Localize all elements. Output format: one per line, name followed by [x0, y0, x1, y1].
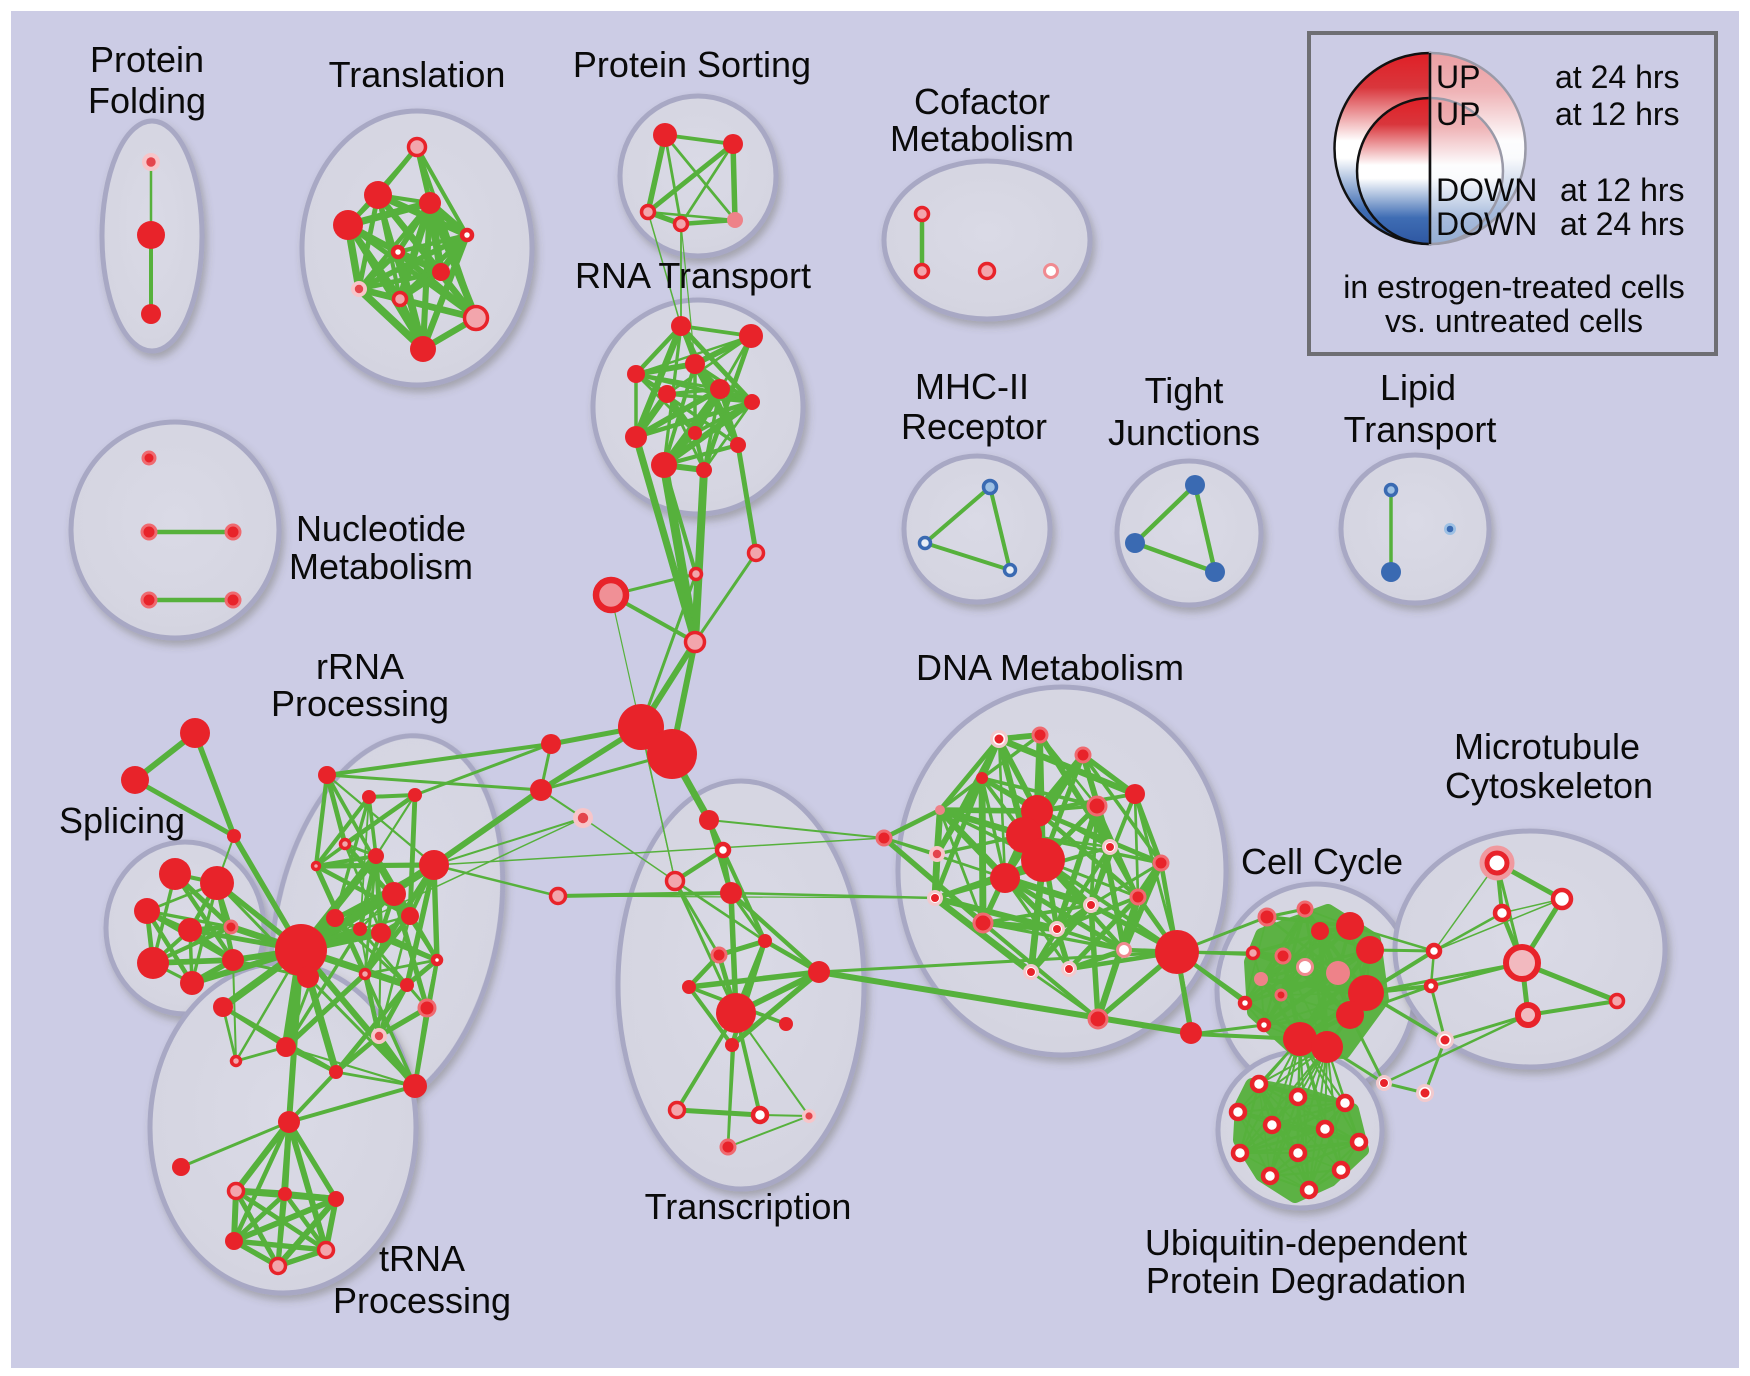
svg-text:Protein Degradation: Protein Degradation: [1146, 1260, 1466, 1301]
svg-text:UP: UP: [1436, 59, 1480, 95]
svg-text:Receptor: Receptor: [901, 406, 1047, 447]
svg-text:Folding: Folding: [88, 80, 206, 121]
svg-text:Nucleotide: Nucleotide: [296, 508, 466, 549]
svg-text:tRNA: tRNA: [379, 1238, 465, 1279]
svg-text:Protein: Protein: [90, 39, 204, 80]
svg-text:Processing: Processing: [333, 1280, 511, 1321]
svg-text:Splicing: Splicing: [59, 800, 185, 841]
svg-text:Transcription: Transcription: [645, 1186, 852, 1227]
svg-text:Tight: Tight: [1145, 370, 1224, 411]
svg-text:Processing: Processing: [271, 683, 449, 724]
svg-text:Transport: Transport: [1344, 409, 1497, 450]
svg-text:vs. untreated cells: vs. untreated cells: [1385, 303, 1643, 339]
svg-text:Cytoskeleton: Cytoskeleton: [1445, 765, 1653, 806]
svg-text:Junctions: Junctions: [1108, 412, 1260, 453]
svg-text:DOWN: DOWN: [1436, 206, 1537, 242]
svg-text:Cell Cycle: Cell Cycle: [1241, 841, 1403, 882]
svg-text:Metabolism: Metabolism: [289, 546, 473, 587]
svg-text:at 12 hrs: at 12 hrs: [1555, 96, 1680, 132]
svg-text:at 24 hrs: at 24 hrs: [1555, 59, 1680, 95]
svg-text:MHC-II: MHC-II: [915, 366, 1029, 407]
svg-text:Microtubule: Microtubule: [1454, 726, 1640, 767]
svg-text:Metabolism: Metabolism: [890, 118, 1074, 159]
svg-text:DOWN: DOWN: [1436, 172, 1537, 208]
svg-text:Ubiquitin-dependent: Ubiquitin-dependent: [1145, 1222, 1467, 1263]
svg-text:Cofactor: Cofactor: [914, 81, 1050, 122]
svg-text:in estrogen-treated cells: in estrogen-treated cells: [1343, 269, 1685, 305]
svg-text:RNA Transport: RNA Transport: [575, 255, 811, 296]
svg-text:rRNA: rRNA: [316, 646, 404, 687]
svg-text:DNA Metabolism: DNA Metabolism: [916, 647, 1184, 688]
svg-text:Translation: Translation: [329, 54, 506, 95]
svg-text:Lipid: Lipid: [1380, 367, 1456, 408]
svg-text:at 24 hrs: at 24 hrs: [1560, 206, 1685, 242]
svg-text:at 12 hrs: at 12 hrs: [1560, 172, 1685, 208]
svg-text:Protein Sorting: Protein Sorting: [573, 44, 811, 85]
svg-text:UP: UP: [1436, 96, 1480, 132]
